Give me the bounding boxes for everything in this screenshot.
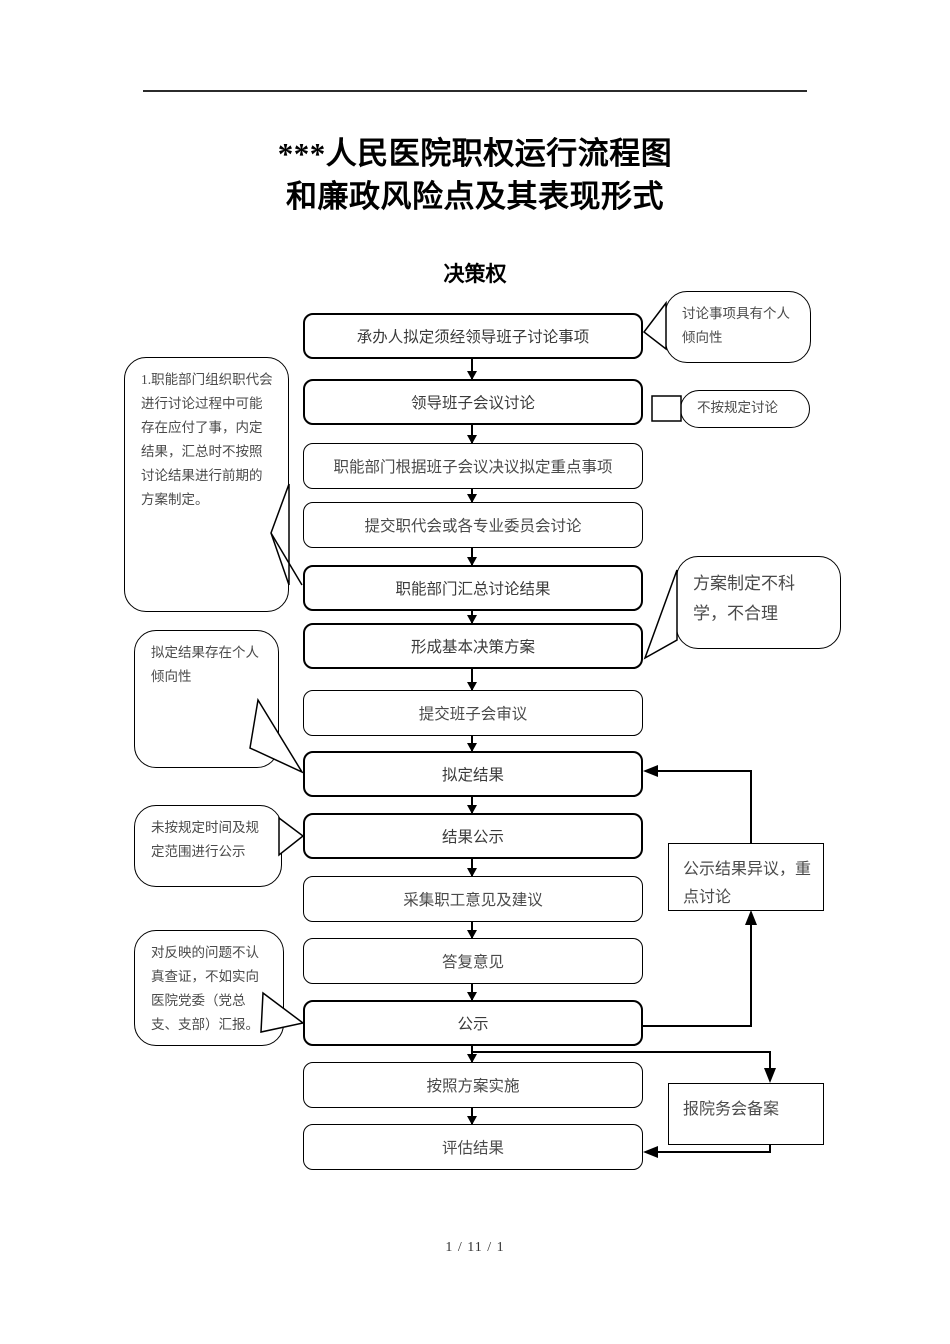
risk-note-left-2: 拟定结果存在个人倾向性 [134,630,279,768]
connector-arrow-10-11 [467,922,477,939]
risk-note-left-4: 对反映的问题不认真查证，不如实向医院党委（党总支、支部）汇报。 [134,930,284,1046]
connector-arrow-12-13 [467,1046,477,1063]
connector-arrow-11-12 [467,984,477,1001]
risk-note-left-3-text: 未按规定时间及规定范围进行公示 [151,820,259,859]
title-line-1: ***人民医院职权运行流程图 [277,136,673,171]
title-line-2: 和廉政风险点及其表现形式 [286,179,664,214]
flow-step-12[interactable]: 公示 [303,1000,643,1046]
risk-note-right-1: 讨论事项具有个人倾向性 [665,291,811,363]
flow-step-9[interactable]: 结果公示 [303,813,643,859]
connector-arrow-13-14 [467,1108,477,1125]
side-box-record[interactable]: 报院务会备案 [668,1083,824,1145]
risk-note-right-2: 不按规定讨论 [680,390,810,428]
flow-step-5[interactable]: 职能部门汇总讨论结果 [303,565,643,611]
connector-arrow-2-3 [467,425,477,444]
risk-note-left-4-text: 对反映的问题不认真查证，不如实向医院党委（党总支、支部）汇报。 [151,945,259,1032]
connector-arrow-5-6 [467,611,477,624]
flow-step-7[interactable]: 提交班子会审议 [303,690,643,736]
connector-arrow-7-8 [467,736,477,752]
risk-note-left-3: 未按规定时间及规定范围进行公示 [134,805,282,887]
page-title: ***人民医院职权运行流程图 和廉政风险点及其表现形式 [0,132,950,218]
side-box-review-text: 公示结果异议，重点讨论 [683,861,812,906]
flow-step-8[interactable]: 拟定结果 [303,751,643,797]
risk-note-right-1-text: 讨论事项具有个人倾向性 [682,306,790,345]
risk-note-left-2-text: 拟定结果存在个人倾向性 [151,645,259,684]
side-box-record-text: 报院务会备案 [683,1101,780,1118]
risk-note-right-2-text: 不按规定讨论 [697,400,778,415]
header-rule [143,90,807,92]
risk-note-left-1: 1.职能部门组织职代会进行讨论过程中可能存在应付了事，内定结果，汇总时不按照讨论… [124,357,289,612]
side-box-review[interactable]: 公示结果异议，重点讨论 [668,843,824,911]
flow-step-4[interactable]: 提交职代会或各专业委员会讨论 [303,502,643,548]
risk-note-right-3: 方案制定不科学，不合理 [676,556,841,649]
connector-arrow-9-10 [467,859,477,877]
flow-step-2[interactable]: 领导班子会议讨论 [303,379,643,425]
section-title: 决策权 [443,263,507,286]
connector-arrow-3-4 [467,489,477,503]
flow-step-10[interactable]: 采集职工意见及建议 [303,876,643,922]
flow-step-13[interactable]: 按照方案实施 [303,1062,643,1108]
risk-note-left-1-text: 1.职能部门组织职代会进行讨论过程中可能存在应付了事，内定结果，汇总时不按照讨论… [141,372,273,507]
flow-step-14[interactable]: 评估结果 [303,1124,643,1170]
page-footer: 1 / 11 / 1 [445,1240,505,1255]
connector-arrow-6-7 [467,669,477,691]
flow-step-6[interactable]: 形成基本决策方案 [303,623,643,669]
flow-step-3[interactable]: 职能部门根据班子会议决议拟定重点事项 [303,443,643,489]
connector-arrow-1-2 [467,359,477,380]
flow-step-11[interactable]: 答复意见 [303,938,643,984]
connector-arrow-4-5 [467,548,477,566]
flow-step-1[interactable]: 承办人拟定须经领导班子讨论事项 [303,313,643,359]
risk-note-right-3-text: 方案制定不科学，不合理 [693,574,795,623]
connector-arrow-8-9 [467,797,477,814]
